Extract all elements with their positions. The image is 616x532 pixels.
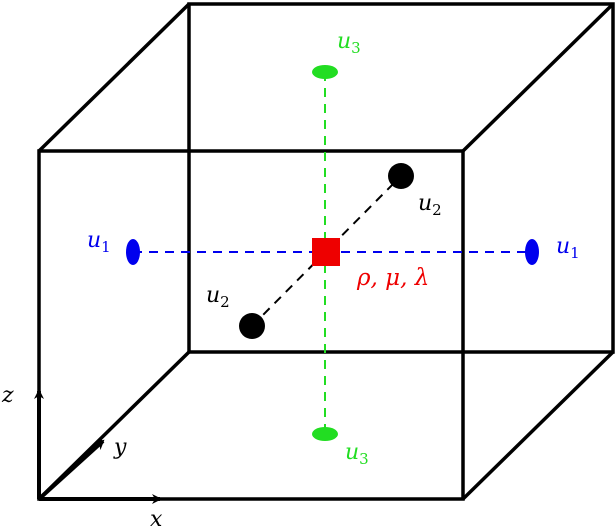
center-node — [312, 238, 340, 266]
u3-top-label: u3 — [337, 29, 361, 57]
u3-top-node — [312, 65, 338, 79]
y-axis-label: y — [113, 435, 127, 460]
u2-upper-label: u2 — [418, 191, 442, 219]
u2-lower-node — [239, 313, 265, 339]
u1-right-node — [525, 239, 539, 265]
cube-back-face — [187, 2, 615, 354]
y-axis-arrow — [37, 439, 105, 501]
u1-right-label: u1 — [556, 234, 580, 262]
u1-left-node — [126, 239, 140, 265]
cube-front-face — [37, 149, 465, 501]
u3-bottom-label: u3 — [345, 440, 369, 468]
cube-edge-top-right — [461, 2, 615, 153]
cube-edge-bottom-right — [461, 350, 615, 501]
u3-bottom-node — [312, 427, 338, 441]
u2-lower-label: u2 — [206, 283, 230, 311]
cube-edge-top-left — [37, 2, 191, 153]
u1-left-label: u1 — [87, 228, 111, 256]
cube-wireframe — [37, 2, 615, 501]
center-params-label: ρ, μ, λ — [356, 265, 429, 291]
x-axis-label: x — [150, 507, 163, 532]
coordinate-axes — [34, 389, 162, 504]
u2-dashed-line — [251, 175, 402, 327]
z-axis-label: z — [1, 383, 14, 408]
u2-upper-node — [388, 163, 414, 189]
